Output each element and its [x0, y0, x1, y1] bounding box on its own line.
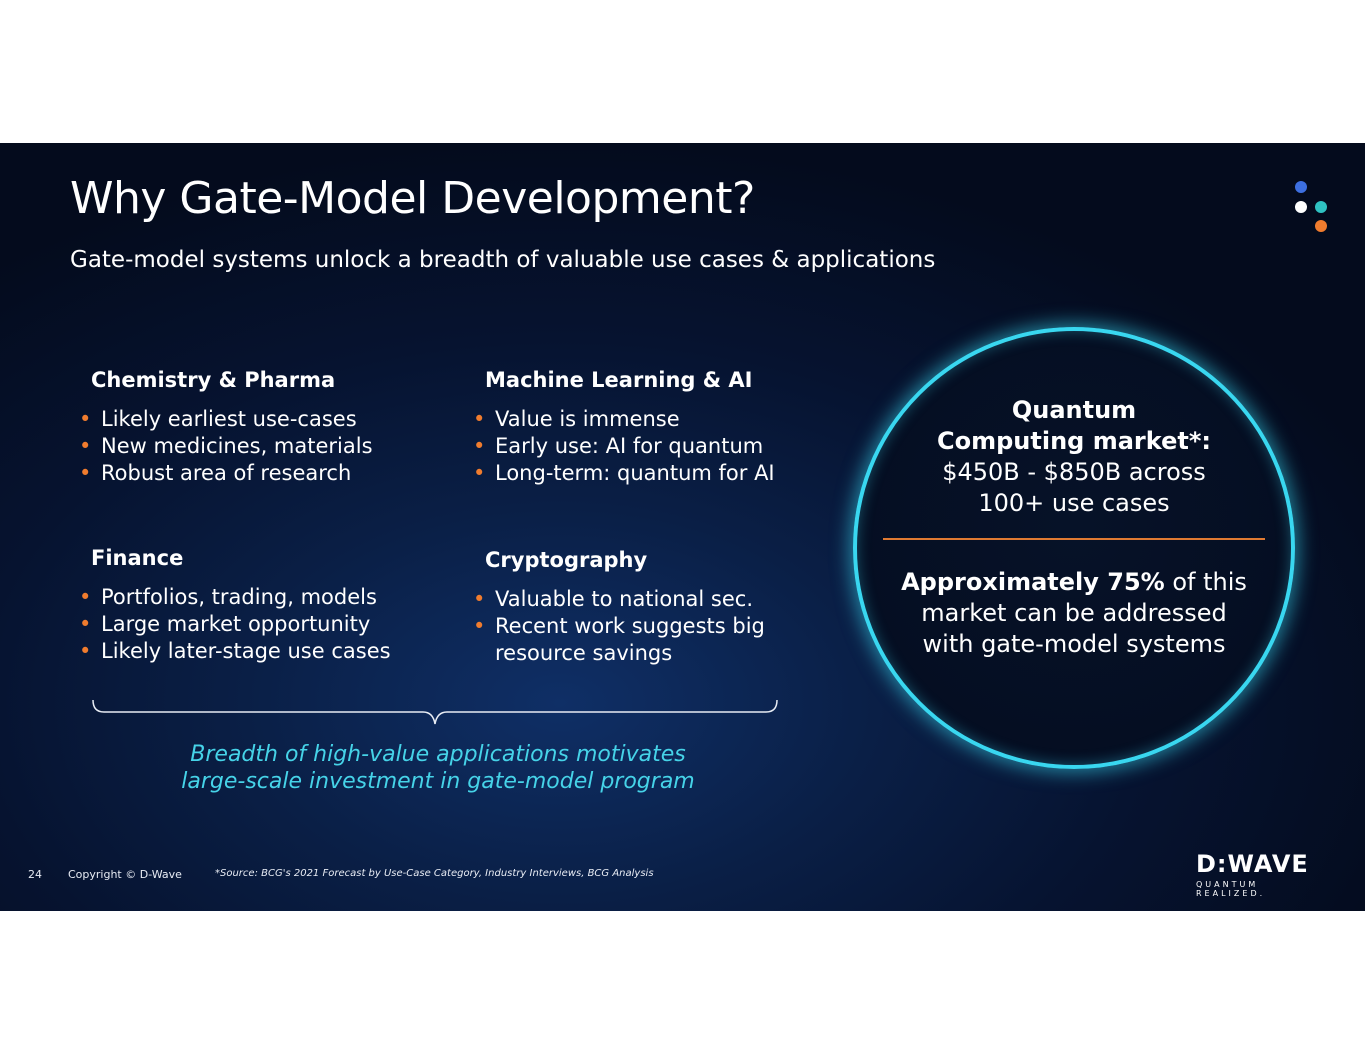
- breadth-statement: Breadth of high-value applications motiv…: [181, 742, 695, 794]
- bullet-icon: •: [79, 461, 92, 485]
- dwave-logo: D:WAVE QUANTUM REALIZED.: [1196, 852, 1332, 898]
- slide-subtitle: Gate-model systems unlock a breadth of v…: [70, 247, 936, 273]
- logo-tagline: QUANTUM REALIZED.: [1196, 880, 1266, 898]
- bullet-icon: •: [79, 585, 92, 609]
- list-item: •Early use: AI for quantum: [473, 434, 764, 458]
- list-item: •Long-term: quantum for AI: [473, 461, 775, 485]
- bullet-list: •Value is immense •Early use: AI for qua…: [473, 406, 833, 487]
- market-circle: Quantum Computing market*: $450B - $850B…: [853, 327, 1295, 769]
- category-finance: Finance •Portfolios, trading, models •La…: [79, 546, 439, 665]
- list-item: •Likely earliest use-cases: [79, 407, 357, 431]
- category-heading: Finance: [91, 546, 184, 570]
- category-heading: Chemistry & Pharma: [91, 368, 336, 392]
- orange-dot-icon: [1315, 220, 1327, 232]
- slide-title: Why Gate-Model Development?: [70, 173, 755, 224]
- bullet-icon: •: [79, 639, 92, 663]
- slide: Why Gate-Model Development? Gate-model s…: [0, 143, 1365, 911]
- list-item: •Likely later-stage use cases: [79, 639, 391, 663]
- list-item: •Robust area of research: [79, 461, 352, 485]
- white-dot-icon: [1295, 201, 1307, 213]
- copyright: Copyright © D-Wave: [68, 868, 182, 881]
- bullet-icon: •: [473, 587, 486, 611]
- market-size-text: Quantum Computing market*: $450B - $850B…: [937, 396, 1211, 517]
- blue-dot-icon: [1295, 181, 1307, 193]
- addressable-share-text: Approximately 75% of this market can be …: [901, 568, 1247, 658]
- circle-divider: [883, 538, 1265, 540]
- list-item: •Value is immense: [473, 407, 680, 431]
- bullet-icon: •: [79, 407, 92, 431]
- category-heading: Cryptography: [485, 548, 648, 572]
- category-cryptography: Cryptography •Valuable to national sec. …: [473, 548, 833, 667]
- category-chemistry-pharma: Chemistry & Pharma •Likely earliest use-…: [79, 368, 439, 487]
- page-number: 24: [28, 868, 42, 881]
- list-item: •Large market opportunity: [79, 612, 371, 636]
- teal-dot-icon: [1315, 201, 1327, 213]
- list-item: •New medicines, materials: [79, 434, 373, 458]
- bullet-icon: •: [473, 434, 486, 458]
- bullet-icon: •: [473, 407, 486, 431]
- bullet-icon: •: [473, 614, 486, 638]
- source-note: *Source: BCG's 2021 Forecast by Use-Case…: [215, 868, 654, 879]
- list-item: •Valuable to national sec.: [473, 587, 753, 611]
- bullet-list: •Valuable to national sec. •Recent work …: [473, 586, 833, 667]
- curly-brace-icon: [92, 699, 778, 725]
- category-machine-learning-ai: Machine Learning & AI •Value is immense …: [473, 368, 833, 487]
- list-item: •Recent work suggests big resource savin…: [473, 614, 765, 665]
- dwave-dots-icon: [1290, 179, 1330, 235]
- list-item: •Portfolios, trading, models: [79, 585, 377, 609]
- bullet-icon: •: [473, 461, 486, 485]
- bullet-list: •Likely earliest use-cases •New medicine…: [79, 406, 439, 487]
- bullet-list: •Portfolios, trading, models •Large mark…: [79, 584, 439, 665]
- bullet-icon: •: [79, 612, 92, 636]
- category-heading: Machine Learning & AI: [485, 368, 753, 392]
- bullet-icon: •: [79, 434, 92, 458]
- logo-wordmark: D:WAVE: [1196, 850, 1309, 878]
